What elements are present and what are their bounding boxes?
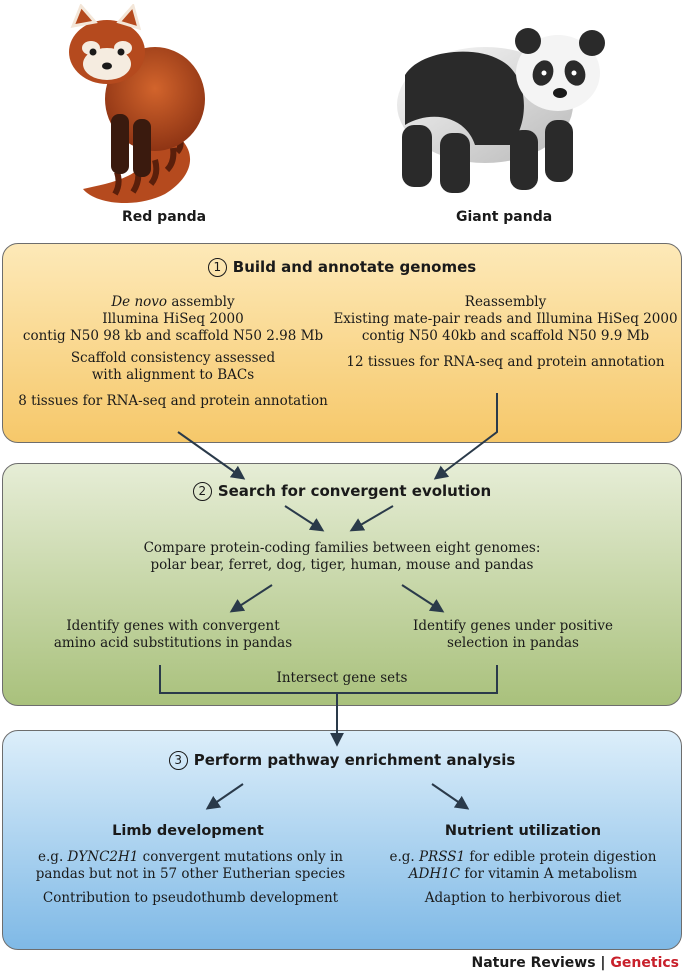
step3-number: 3 [168,751,188,770]
step1-number: 1 [207,258,227,277]
step2-number: 2 [192,482,212,501]
journal-credit: Nature Reviews | Genetics [471,955,679,971]
step3-left-line2: pandas but not in 57 other Eutherian spe… [35,866,346,882]
step3-left-line3: Contribution to pseudothumb development [42,890,339,906]
step1-right-line4: 12 tissues for RNA-seq and protein annot… [346,354,665,370]
step2-left-line2: amino acid substitutions in pandas [53,635,293,651]
step2-left-block: Identify genes with convergent amino aci… [23,618,323,652]
step2-compare-line2: polar bear, ferret, dog, tiger, human, m… [150,557,534,573]
arrow-compare-to-right-set [401,584,445,613]
step1-left-line3: contig N50 98 kb and scaffold N50 2.98 M… [22,328,324,344]
step3-right-line3: Adaption to herbivorous diet [424,890,622,906]
step1-left-line4: Scaffold consistency assessed [70,350,276,366]
arrow-step1-right-to-step2 [433,393,498,480]
step1-left-block: De novo assembly Illumina HiSeq 2000 con… [3,294,343,410]
arrow-heading-to-compare-right [349,505,394,532]
step3-left-block: e.g. DYNC2H1 convergent mutations only i… [8,849,373,907]
step2-intersect-label: Intersect gene sets [276,670,408,686]
step3-left-line1: e.g. DYNC2H1 convergent mutations only i… [38,849,343,865]
step2-compare-block: Compare protein-coding families between … [3,540,681,574]
step3-left-title: Limb development [112,823,264,839]
step2-right-block: Identify genes under positive selection … [363,618,663,652]
step2-right-line1: Identify genes under positive [413,618,613,634]
arrow-step1-left-to-step2 [177,431,246,480]
step2-box: 2 Search for convergent evolution Compare… [2,463,682,706]
arrow-step3-to-left [205,783,244,810]
step3-right-block: e.g. PRSS1 for edible protein digestion … [368,849,678,907]
step1-box: 1 Build and annotate genomes De novo asse… [2,243,682,443]
step2-right-line2: selection in pandas [447,635,579,651]
arrow-compare-to-left-set [229,584,273,613]
step3-right-line1: e.g. PRSS1 for edible protein digestion [389,849,657,865]
arrow-heading-to-compare-left [284,505,325,532]
step1-right-line1: Reassembly [464,294,547,310]
step2-title: Search for convergent evolution [217,482,492,500]
step3-title: Perform pathway enrichment analysis [193,751,516,769]
step3-right-line2: ADH1C for vitamin A metabolism [408,866,638,882]
step1-left-line6: 8 tissues for RNA-seq and protein annota… [18,393,328,409]
step1-title: Build and annotate genomes [232,258,477,276]
step3-heading: 3 Perform pathway enrichment analysis [3,751,681,770]
step1-right-block: Reassembly Existing mate-pair reads and … [333,294,678,371]
step3-box: 3 Perform pathway enrichment analysis Lim… [2,730,682,950]
step1-left-line1: De novo assembly [111,294,235,310]
step1-right-line2: Existing mate-pair reads and Illumina Hi… [333,311,678,327]
step3-right-title: Nutrient utilization [444,823,602,839]
step1-right-line3: contig N50 40kb and scaffold N50 9.9 Mb [361,328,650,344]
step1-left-line5: with alignment to BACs [91,367,255,383]
intersect-bracket [159,665,498,694]
giant-panda-label: Giant panda [456,209,553,225]
giant-panda-illustration [397,28,605,193]
step2-heading: 2 Search for convergent evolution [3,482,681,501]
step1-left-line2: Illumina HiSeq 2000 [102,311,244,327]
red-panda-illustration [69,4,205,204]
step2-left-line1: Identify genes with convergent [66,618,280,634]
arrow-step3-to-right [431,783,470,810]
red-panda-label: Red panda [122,209,207,225]
step1-heading: 1 Build and annotate genomes [3,258,681,277]
step2-compare-line1: Compare protein-coding families between … [143,540,541,556]
